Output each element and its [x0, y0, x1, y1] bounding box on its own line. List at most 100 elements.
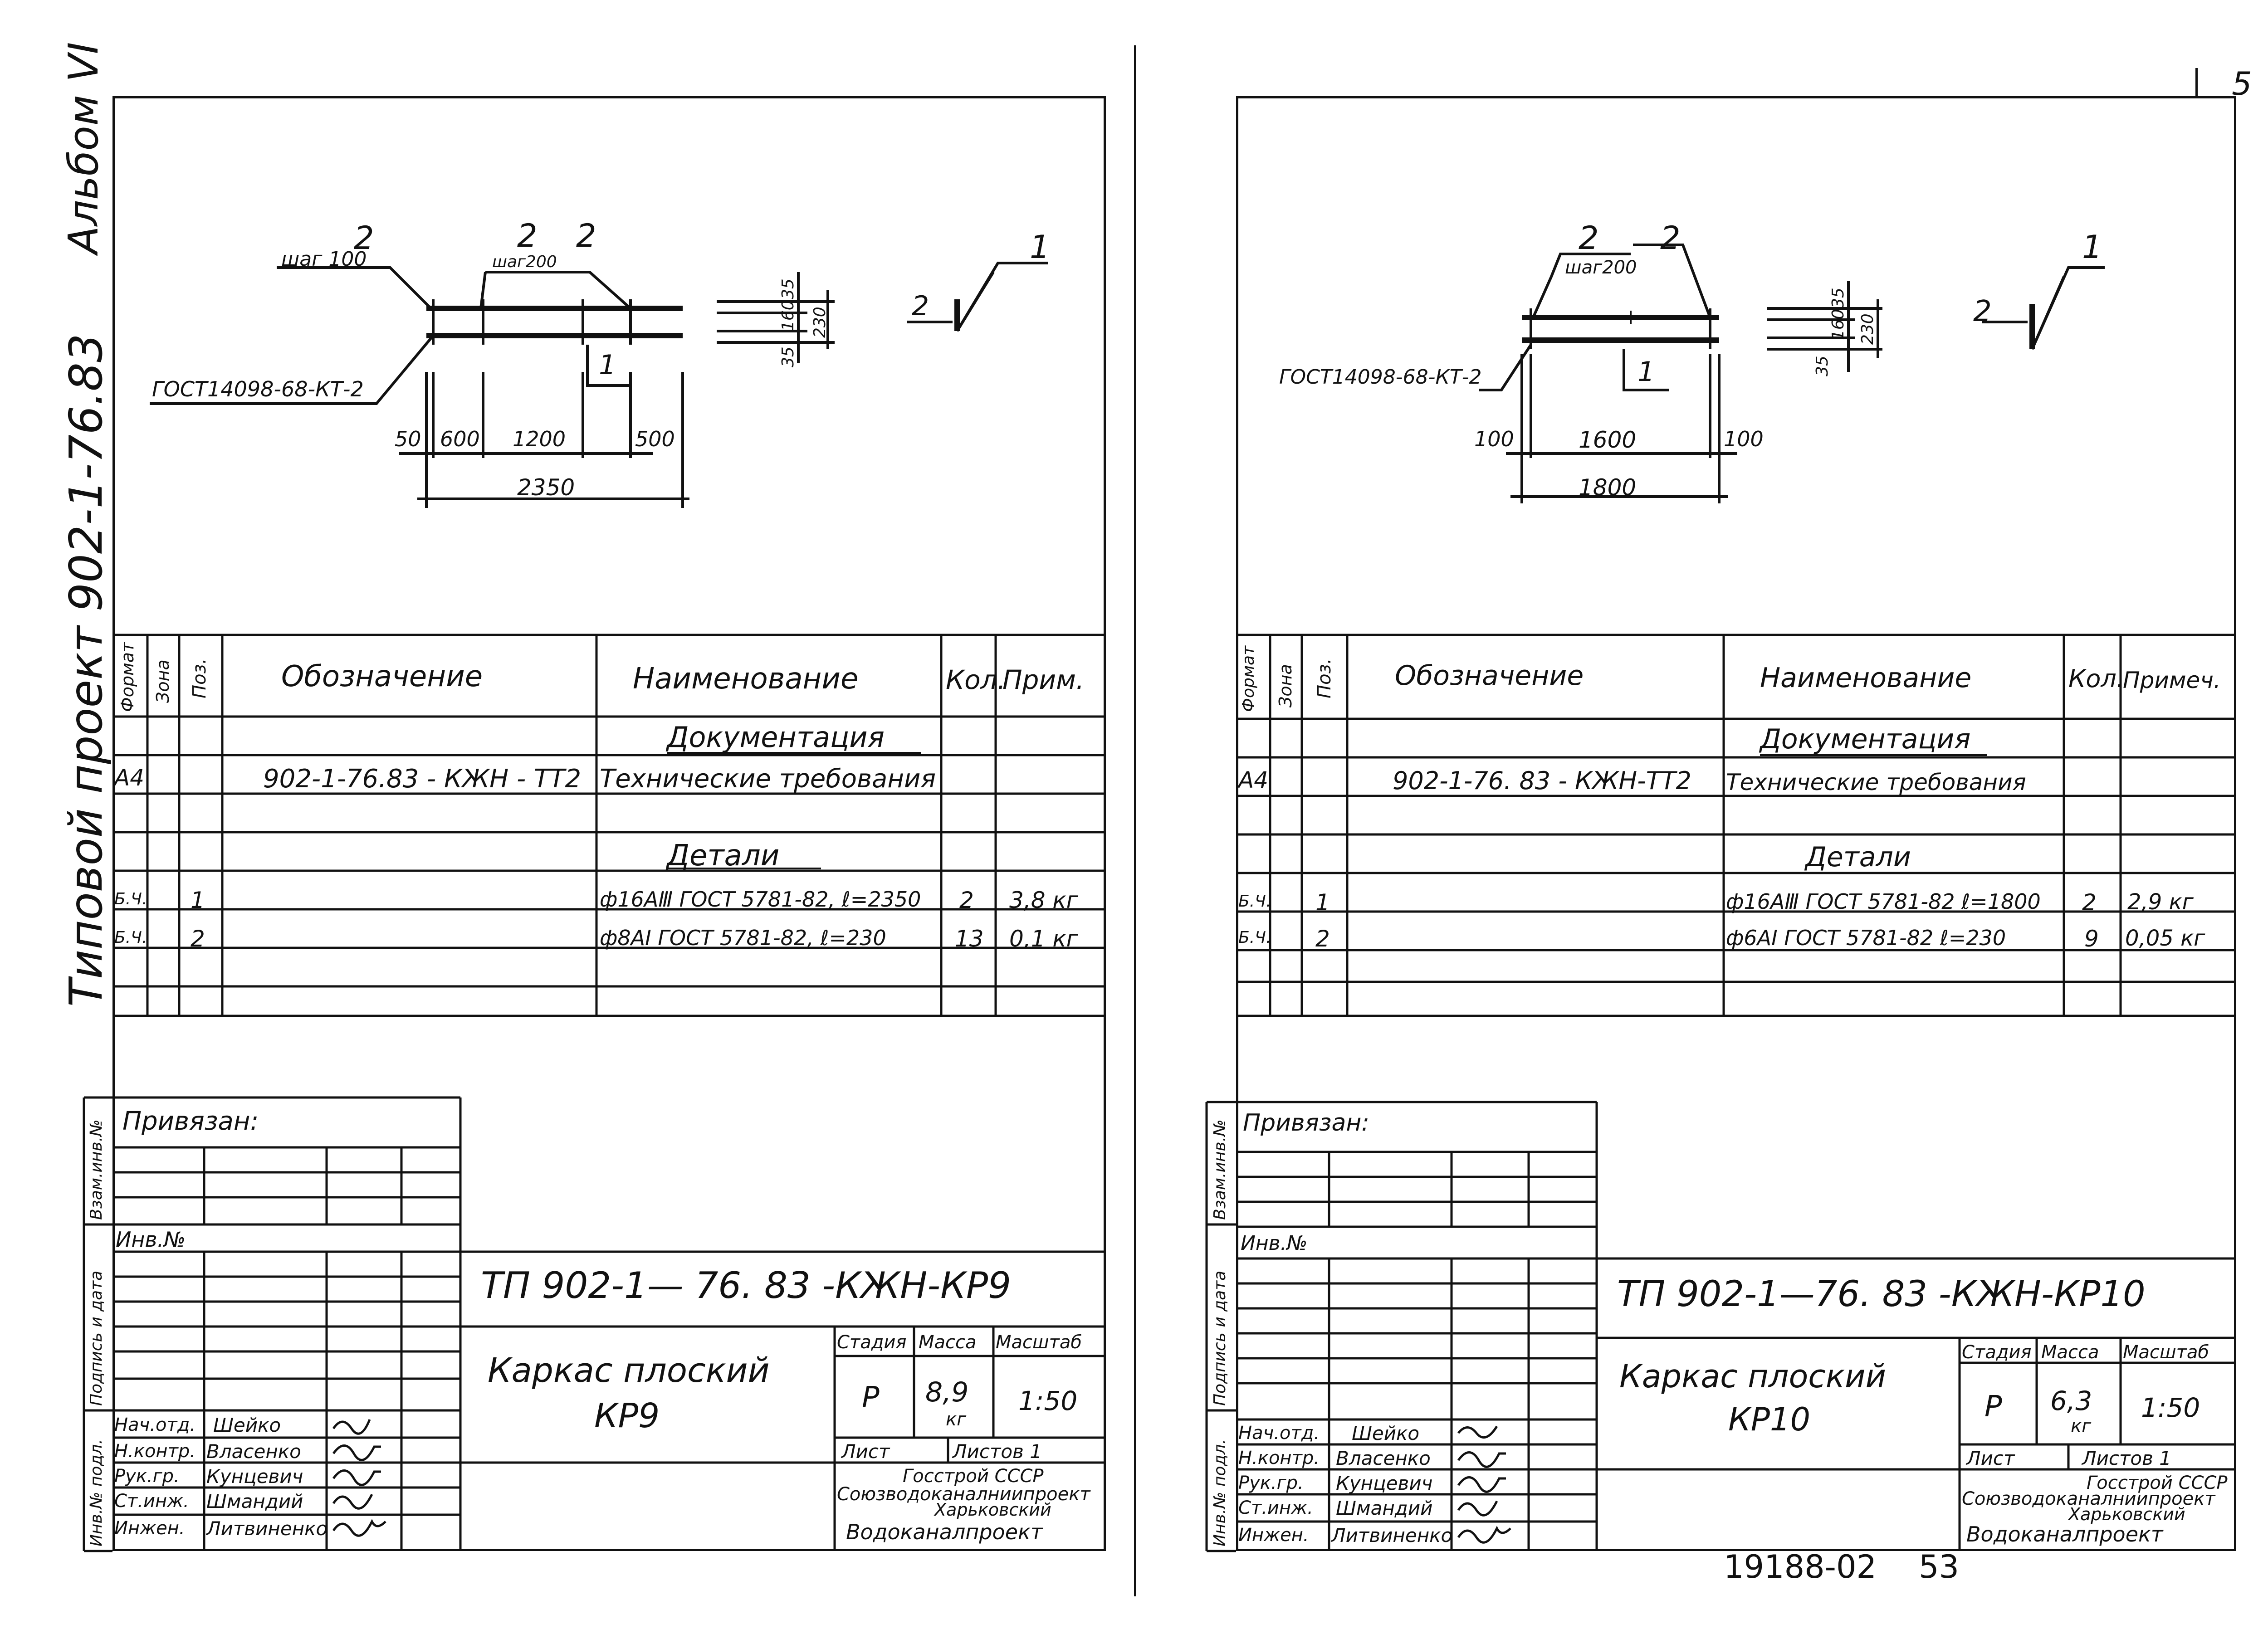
right-spec-doc-name: Технические требования: [1726, 769, 2026, 795]
right-stamp-org-1: Госстрой СССР: [2087, 1473, 2228, 1493]
left-section-1: 1: [599, 349, 616, 381]
left-spec-header-name: Наименование: [633, 662, 859, 696]
right-gost-label: ГОСТ14098-68-КТ-2: [1279, 366, 1482, 389]
right-stamp-scale: 1:50: [2141, 1392, 2200, 1423]
right-stamp-title-1: Каркас плоский: [1619, 1358, 1887, 1395]
left-stamp-org-3: Харьковский: [934, 1500, 1051, 1520]
right-stamp-mass-unit: кг: [2071, 1416, 2092, 1437]
left-stamp-name-5: Литвиненко: [206, 1517, 328, 1540]
left-step-100: шаг 100: [281, 248, 367, 271]
left-spec-row1-qty: 2: [959, 887, 974, 913]
left-stamp-inv: Инв.№: [116, 1227, 186, 1252]
left-section-2: 2: [912, 290, 929, 322]
left-label-2a: 2: [354, 219, 374, 257]
right-spec-doc-format: А4: [1238, 767, 1269, 793]
left-spec-header-note: Прим.: [1002, 664, 1085, 695]
right-stamp-role-4: Ст.инж.: [1238, 1497, 1313, 1518]
bottom-page-number: 53: [1919, 1548, 1960, 1585]
left-dim-2350: 2350: [517, 474, 575, 501]
right-stamp-stage: Р: [1984, 1390, 2002, 1424]
left-label-2c: 2: [576, 217, 596, 254]
left-stamp-mass-unit: кг: [946, 1409, 967, 1430]
right-spec-row1-format: Б.Ч.: [1238, 892, 1271, 911]
left-stamp-org-1: Госстрой СССР: [903, 1466, 1044, 1487]
right-spec-row2-note: 0,05 кг: [2125, 926, 2205, 951]
left-label-2b: 2: [517, 217, 538, 254]
right-stamp-role-2: Н.контр.: [1238, 1448, 1320, 1468]
left-spec-doc-format: А4: [114, 765, 145, 791]
right-stamp-mass-h: Масса: [2041, 1342, 2099, 1363]
left-dim-1200: 1200: [513, 427, 566, 451]
right-top-corner-line: [2195, 68, 2198, 96]
right-stamp-name-4: Шмандий: [1336, 1497, 1433, 1519]
left-stamp-role-5: Инжен.: [114, 1518, 185, 1539]
left-stamp-sheet: Лист: [841, 1440, 890, 1463]
left-spec-row1-format: Б.Ч.: [114, 890, 147, 908]
left-stamp-mass-h: Масса: [919, 1332, 977, 1353]
left-stamp-role-2: Н.контр.: [114, 1441, 196, 1462]
right-dim-100a: 100: [1474, 427, 1514, 451]
right-stamp-sheets: Листов 1: [2082, 1447, 2171, 1469]
right-section-1: 1: [1637, 356, 1655, 388]
left-spec-row1-note: 3,8 кг: [1009, 887, 1078, 913]
right-spec-details-section: Детали: [1805, 841, 1911, 873]
right-spec-row2-name: ф6AⅠ ГОСТ 5781-82 ℓ=230: [1726, 926, 2006, 950]
left-gost-label: ГОСТ14098-68-КТ-2: [152, 377, 364, 401]
right-stamp-name-3: Кунцевич: [1336, 1472, 1433, 1494]
right-stamp-title-2: КР10: [1728, 1401, 1810, 1438]
right-stamp-name-2: Власенко: [1336, 1447, 1431, 1469]
right-spec-header-designation: Обозначение: [1395, 660, 1584, 692]
right-stamp-role-1: Нач.отд.: [1238, 1423, 1320, 1444]
left-stamp-role-4: Ст.инж.: [114, 1491, 189, 1512]
left-sheet-frame: [112, 96, 1106, 1551]
right-spec-row1-note: 2,9 кг: [2127, 889, 2194, 915]
right-spec-row1-name: ф16AⅢ ГОСТ 5781-82 ℓ=1800: [1726, 889, 2041, 914]
left-stamp-org-2: Союзводоканалниипроект: [837, 1484, 1090, 1505]
right-stamp-role-5: Инжен.: [1238, 1525, 1309, 1546]
left-stamp-scale: 1:50: [1018, 1385, 1078, 1416]
left-step-200: шаг200: [492, 253, 557, 271]
right-stamp-sheet: Лист: [1966, 1447, 2015, 1469]
right-dim-1600: 1600: [1579, 427, 1637, 453]
left-stamp-name-1: Шейко: [213, 1414, 281, 1436]
left-stamp-sheets: Листов 1: [953, 1440, 1042, 1463]
center-fold-line: [1134, 45, 1136, 1596]
corner-page-number: 5: [2232, 65, 2252, 102]
left-spec-row1-pos: 1: [191, 887, 205, 913]
left-stamp-org-4: Водоканалпроект: [846, 1520, 1043, 1544]
left-stamp-scale-h: Масштаб: [996, 1332, 1082, 1353]
right-spec-doc-designation: 902-1-76. 83 - КЖН-ТТ2: [1393, 766, 1691, 795]
left-stamp-title-1: Каркас плоский: [488, 1351, 770, 1390]
right-stamp-name-5: Литвиненко: [1331, 1524, 1453, 1546]
right-stamp-mass: 6,3: [2050, 1385, 2092, 1416]
right-stamp-code: ТП 902-1—76. 83 -КЖН-КР10: [1617, 1274, 2146, 1315]
left-dim-600: 600: [440, 427, 480, 451]
right-spec-doc-section: Документация: [1760, 723, 1971, 755]
right-section-2: 2: [1973, 295, 1992, 328]
left-spec-doc-designation: 902-1-76.83 - КЖН - ТТ2: [263, 764, 582, 794]
left-spec-header-qty: Кол.: [946, 664, 1006, 695]
left-section-1b: 1: [1030, 229, 1050, 266]
left-stamp-mass: 8,9: [925, 1376, 969, 1408]
left-spec-row1-name: ф16AⅢ ГОСТ 5781-82, ℓ=2350: [600, 887, 921, 912]
right-stamp-stage-h: Стадия: [1962, 1342, 2032, 1363]
left-stamp-code: ТП 902-1— 76. 83 -КЖН-КР9: [481, 1264, 1012, 1307]
right-label-2a: 2: [1579, 219, 1599, 257]
right-sheet-frame: [1236, 96, 2236, 1551]
right-dim-100b: 100: [1724, 427, 1764, 451]
right-spec-row1-pos: 1: [1315, 889, 1330, 916]
left-dim-50: 50: [395, 427, 421, 451]
bottom-code: 19188-02: [1724, 1548, 1877, 1585]
left-spec-row2-name: ф8AⅠ ГОСТ 5781-82, ℓ=230: [600, 926, 886, 950]
right-spec-row2-pos: 2: [1315, 926, 1330, 952]
right-stamp-role-3: Рук.гр.: [1238, 1473, 1304, 1493]
left-spec-details-section: Детали: [667, 839, 780, 873]
